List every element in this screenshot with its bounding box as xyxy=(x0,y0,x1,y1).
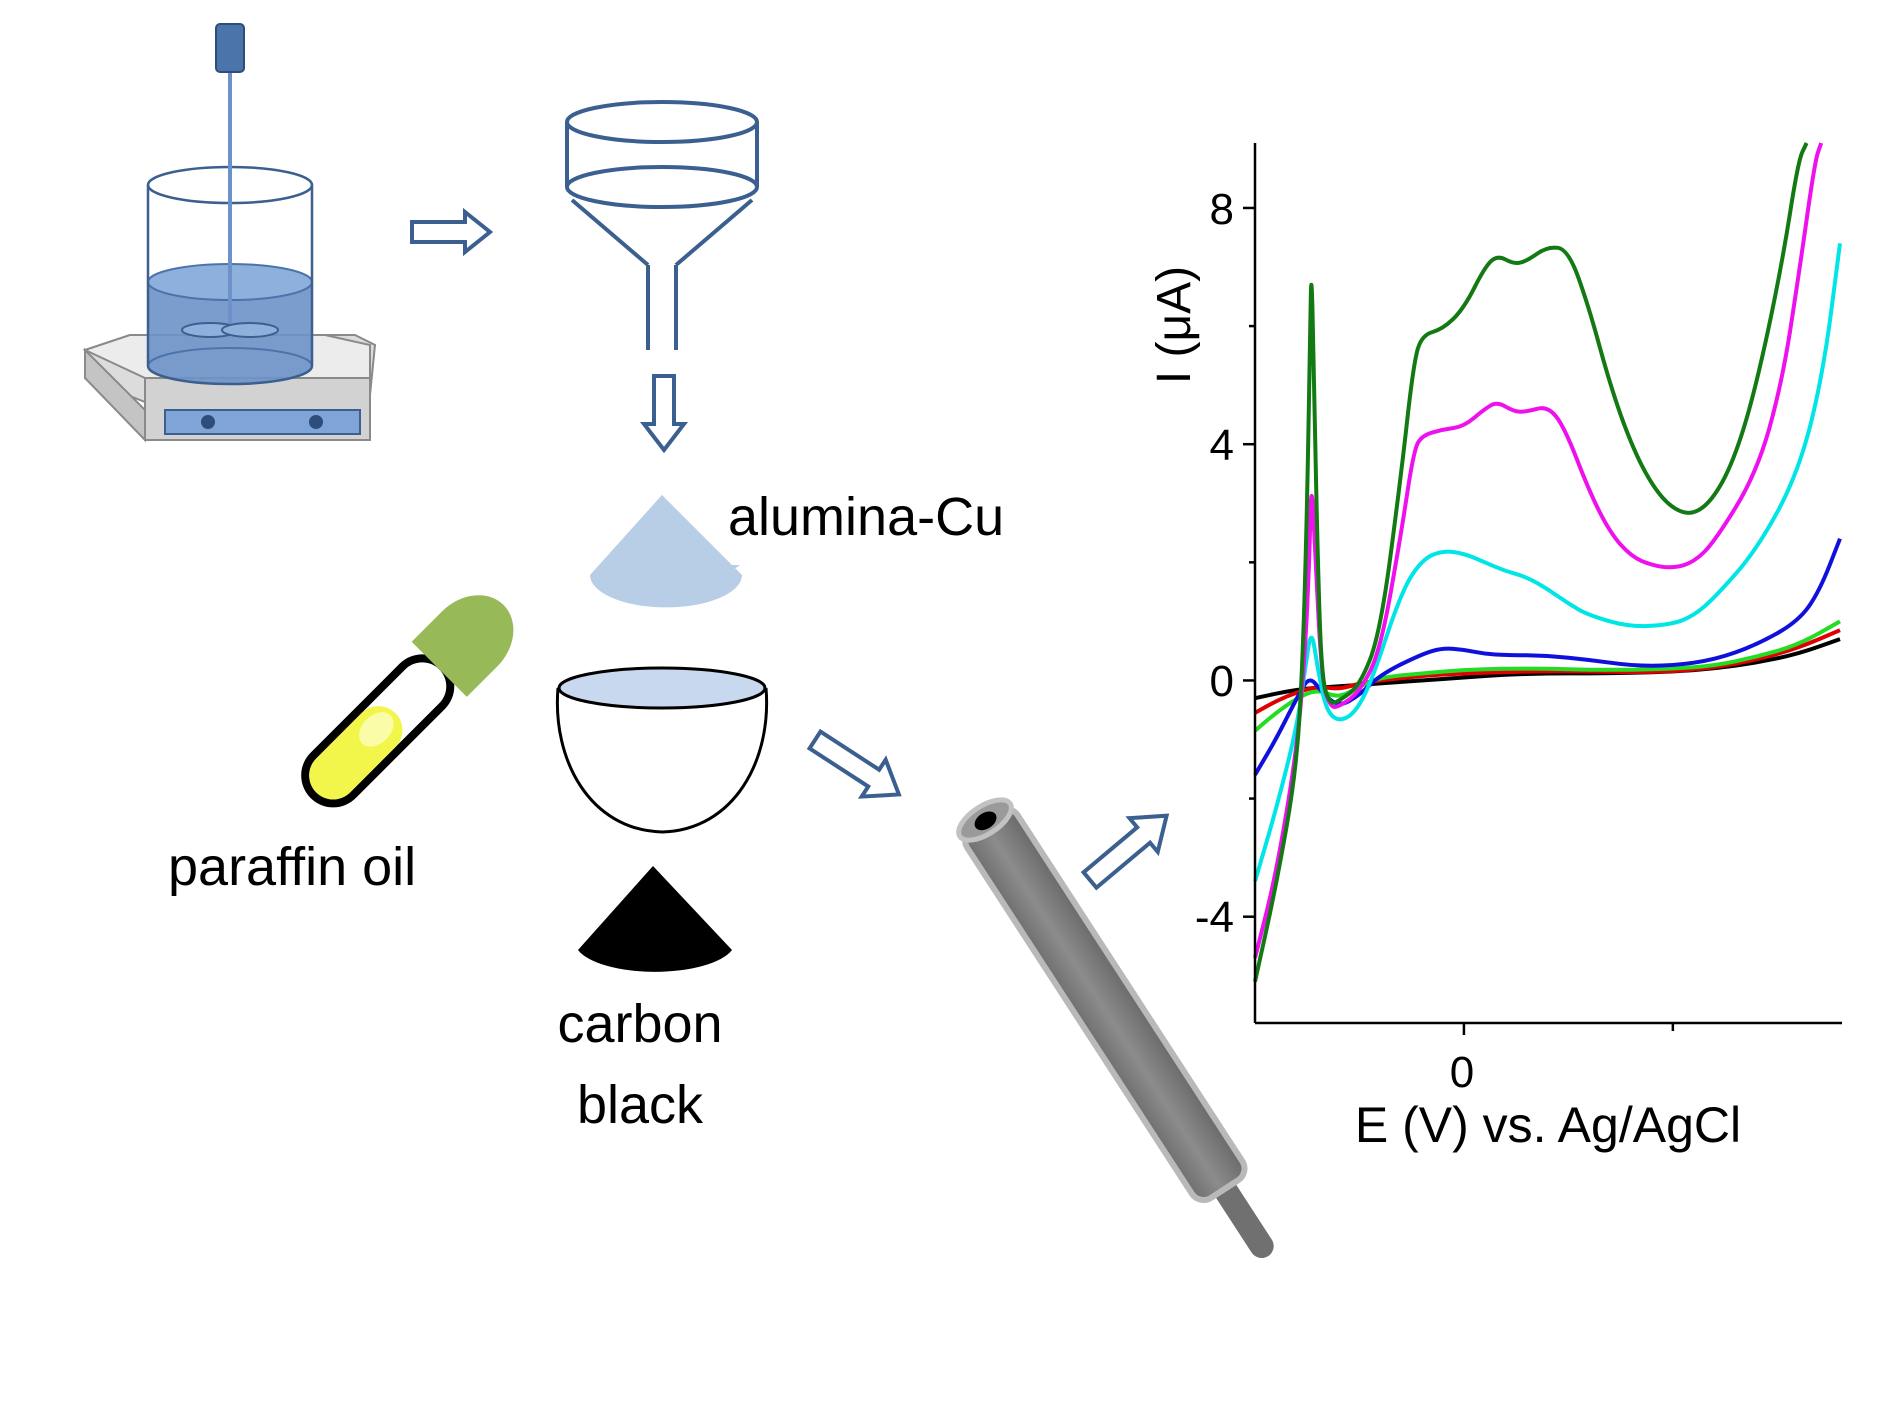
filter-funnel-icon xyxy=(565,100,759,350)
chart-series-line xyxy=(1253,142,1824,959)
arrow-right-icon xyxy=(410,207,494,257)
mortar-bowl-icon xyxy=(555,666,769,834)
carbon-paste-electrode-icon xyxy=(956,797,1274,1259)
y-axis-label: I (μA) xyxy=(1148,266,1201,384)
paraffin-oil-label: paraffin oil xyxy=(168,837,416,897)
x-tick-label: 0 xyxy=(1450,1048,1474,1097)
arrow-down-icon xyxy=(639,374,689,454)
chart-series-line xyxy=(1253,142,1809,983)
alumina-cu-pile xyxy=(590,495,742,608)
alumina-cu-label: alumina-Cu xyxy=(728,487,1004,547)
chart-series-line xyxy=(1253,537,1842,776)
chart-series-line xyxy=(1253,619,1841,733)
magnetic-stirrer-icon xyxy=(82,23,377,443)
carbon-black-powder-icon xyxy=(578,866,732,972)
voltammogram-chart: 0 8 4 0 -4 E (V) vs. Ag/AgCl I (μA) xyxy=(1148,142,1842,1153)
chart-series-group xyxy=(1253,142,1842,983)
x-axis-label: E (V) vs. Ag/AgCl xyxy=(1355,1097,1741,1153)
y-tick-label: 8 xyxy=(1210,185,1234,234)
carbon-black-label-1: carbon xyxy=(557,994,722,1054)
chart-ticks-group xyxy=(1243,206,1675,1035)
carbon-black-label-2: black xyxy=(577,1075,704,1135)
arrow-diagonal-up-icon xyxy=(1080,813,1170,891)
y-tick-label: 0 xyxy=(1210,657,1234,706)
y-tick-label: 4 xyxy=(1210,421,1234,470)
dropper-icon xyxy=(301,595,514,808)
chart-series-line xyxy=(1254,628,1841,715)
arrow-diagonal-down-icon xyxy=(806,728,902,799)
y-tick-label: -4 xyxy=(1195,893,1234,942)
chart-series-line xyxy=(1253,243,1842,882)
